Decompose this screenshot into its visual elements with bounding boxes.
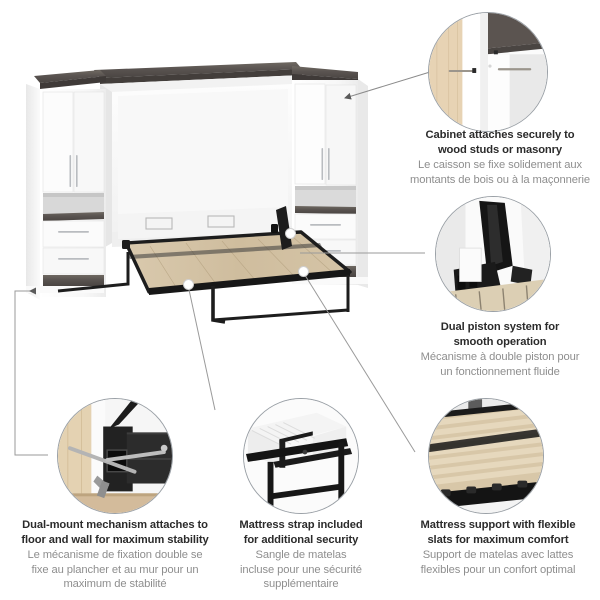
caption-en: Mattress support with flexible slats for… (420, 519, 576, 546)
anchor-dot-dual-piston (285, 228, 296, 239)
drawer-handle (310, 224, 341, 226)
caption-en: Dual piston system for smooth operation (440, 321, 560, 348)
callout-dual-piston (435, 196, 551, 312)
caption-mattress-slats: Mattress support with flexible slats for… (396, 518, 600, 577)
cabinet-door-handle (69, 155, 72, 187)
caption-en: Dual-mount mechanism attaches to floor a… (21, 519, 209, 546)
caption-en: Mattress strap included for additional s… (239, 519, 363, 546)
left-storage-cabinet (26, 70, 106, 300)
caption-fr: Support de matelas avec lattes flexibles… (420, 549, 576, 576)
callout-dual-mount (57, 398, 173, 514)
caption-dual-mount: Dual-mount mechanism attaches to floor a… (6, 518, 224, 592)
caption-fr: Le mécanisme de fixation double se fixe … (27, 549, 203, 590)
caption-fr: Le caisson se fixe solidement aux montan… (410, 159, 590, 186)
caption-fr: Mécanisme à double piston pour un foncti… (420, 351, 580, 378)
piston-arm (276, 206, 292, 250)
callout-mattress-strap (243, 398, 359, 514)
callout-cabinet-wall-mount (428, 12, 548, 132)
product-image (26, 62, 368, 324)
anchor-dot-mattress-slats (298, 266, 309, 277)
callout-mattress-slats (428, 398, 544, 514)
anchor-dot-mattress-strap (183, 279, 194, 290)
caption-cabinet-wall-mount: Cabinet attaches securely to wood studs … (400, 128, 600, 187)
caption-mattress-strap: Mattress strap included for additional s… (226, 518, 376, 592)
drawer-handle (58, 231, 89, 233)
bed-platform (57, 206, 352, 324)
drawer-handle (58, 258, 89, 260)
cabinet-door-handle (321, 148, 324, 180)
caption-en: Cabinet attaches securely to wood studs … (425, 129, 575, 156)
cabinet-door-handle (76, 155, 78, 187)
caption-fr: Sangle de matelas incluse pour une sécur… (240, 549, 362, 590)
caption-dual-piston: Dual piston system for smooth operation … (400, 320, 600, 379)
cabinet-door-handle (328, 148, 330, 180)
